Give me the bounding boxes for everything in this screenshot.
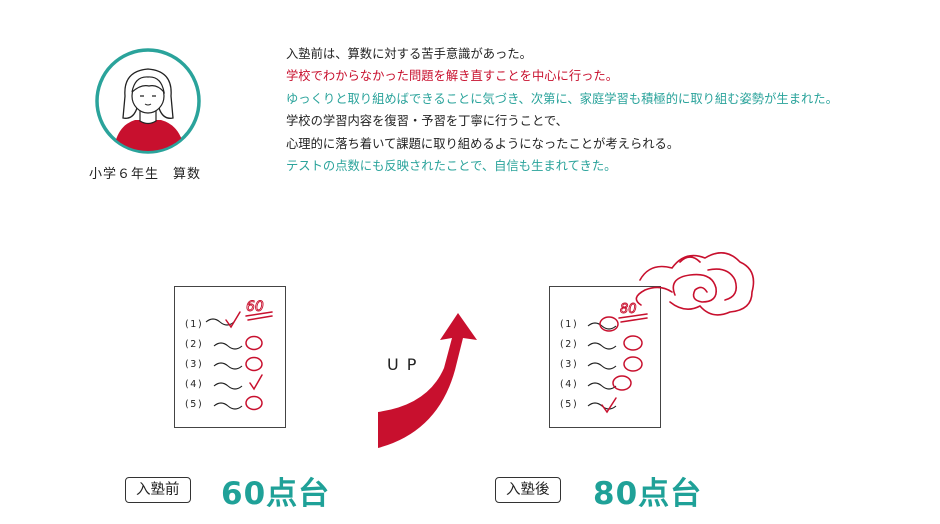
question-number: (1) [560, 319, 579, 330]
question-number: (2) [185, 339, 204, 350]
description-line-5: 心理的に落ち着いて課題に取り組めるようになったことが考えられる。 [286, 136, 680, 151]
question-number: (3) [560, 359, 579, 370]
question-number: (4) [560, 379, 579, 390]
test-paper-before: (1) (2) (3) (4) (5) [174, 286, 286, 428]
description-line-4: 学校の学習内容を復習・予習を丁寧に行うことで、 [286, 114, 568, 129]
student-avatar [95, 48, 201, 154]
description-line-6: テストの点数にも反映されたことで、自信も生まれてきた。 [286, 159, 617, 174]
question-number: (4) [185, 379, 204, 390]
up-arrow-icon [378, 313, 477, 448]
question-number: (1) [185, 319, 204, 330]
after-enrollment-tag: 入塾後 [495, 477, 561, 503]
question-number: (5) [560, 399, 579, 410]
score-after: 80点台 [593, 476, 703, 512]
description-line-1: 入塾前は、算数に対する苦手意識があった。 [286, 47, 532, 61]
description-line-3: ゆっくりと取り組めばできることに気づき、次第に、家庭学習も積極的に取り組む姿勢が… [286, 91, 838, 106]
description-block: 入塾前は、算数に対する苦手意識があった。 学校でわからなかった問題を解き直すこと… [286, 43, 838, 177]
question-number: (5) [185, 399, 204, 410]
score-before: 60点台 [221, 476, 331, 512]
description-line-2: 学校でわからなかった問題を解き直すことを中心に行った。 [286, 69, 619, 84]
up-label: UP [387, 355, 425, 374]
question-number: (2) [560, 339, 579, 350]
before-enrollment-tag: 入塾前 [125, 477, 191, 503]
grade-subject-label: 小学６年生 算数 [88, 167, 201, 182]
test-paper-after: (1) (2) (3) (4) (5) [549, 286, 661, 428]
question-number: (3) [185, 359, 204, 370]
